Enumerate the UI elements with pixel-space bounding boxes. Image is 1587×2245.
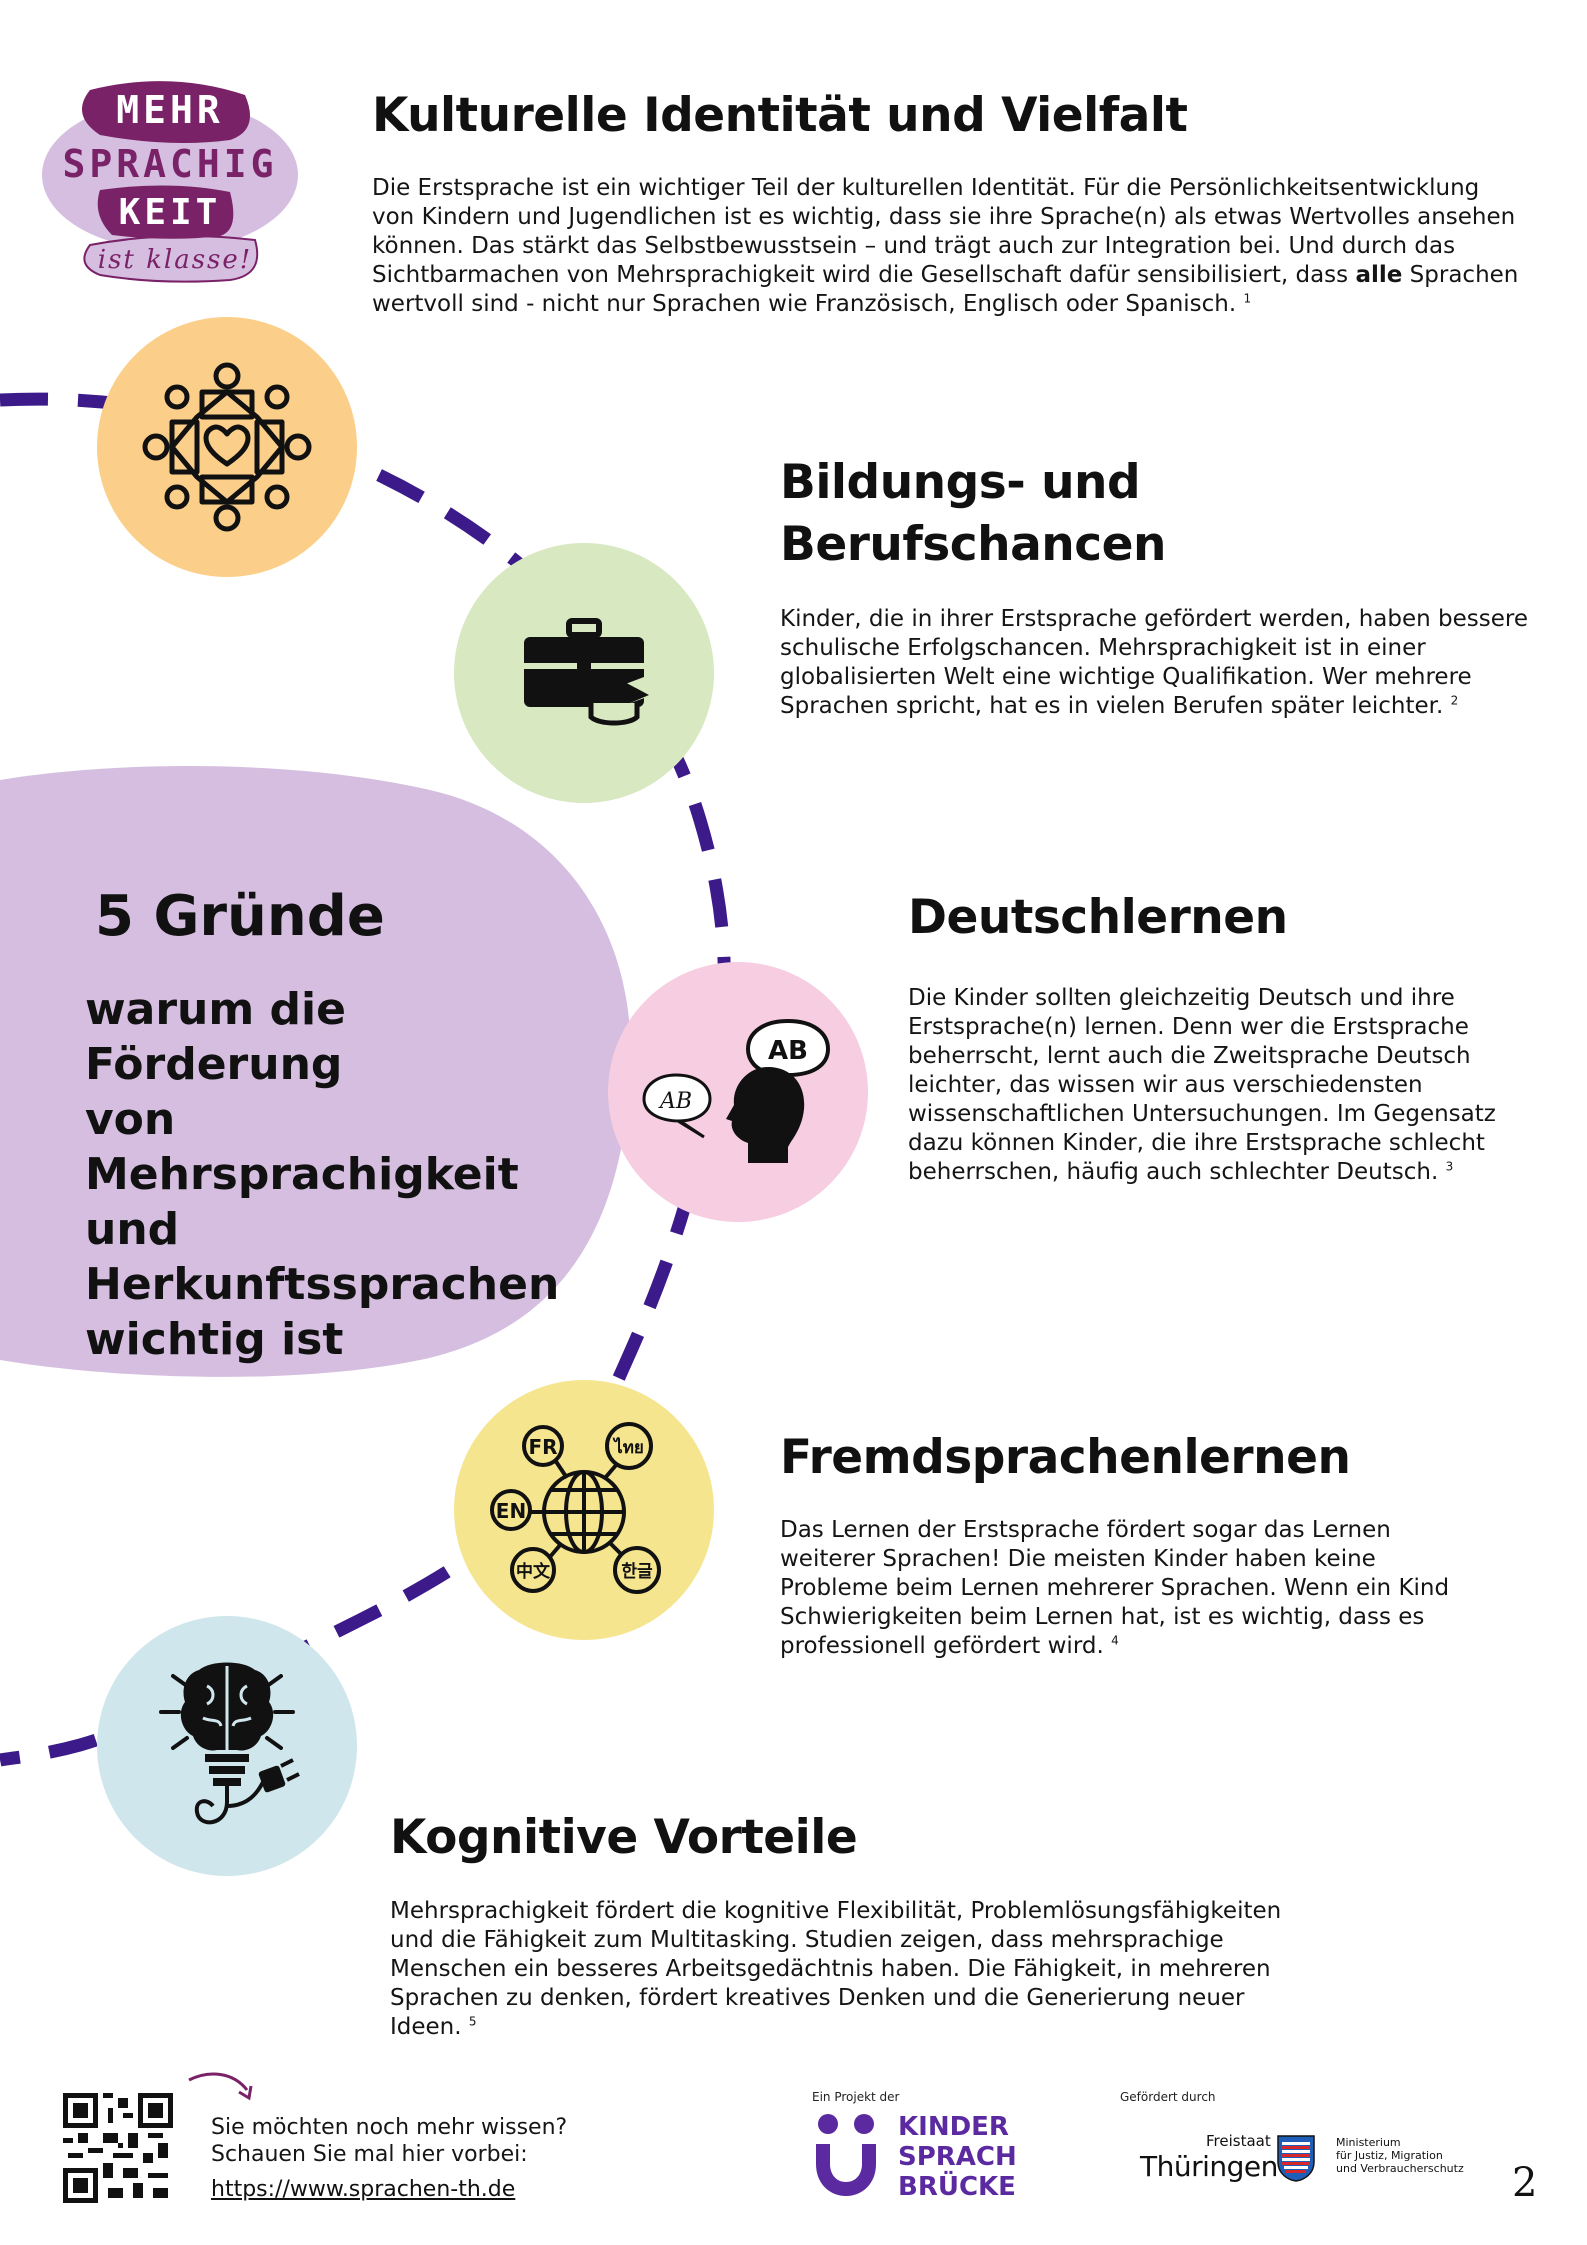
lang-ko-label: 한글	[621, 1562, 653, 1582]
section-3-title: Deutschlernen	[908, 890, 1288, 945]
logo-line-1: MEHR	[116, 88, 224, 132]
section-4-title: Fremdsprachenlernen	[780, 1430, 1351, 1485]
section-3-text: Die Kinder sollten gleichzeitig Deutsch …	[908, 984, 1528, 1187]
section-5-text-main: Mehrsprachigkeit fördert die kognitive F…	[390, 1898, 1282, 2040]
project-name: KINDER SPRACH BRÜCKE	[898, 2112, 1017, 2202]
footnote-5: 5	[468, 2014, 477, 2029]
footer-more-line-2: Schauen Sie mal hier vorbei:	[211, 2142, 528, 2167]
ministry-line-3: und Verbraucherschutz	[1336, 2162, 1464, 2175]
blob-subtitle-line-3: und	[85, 1204, 180, 1255]
logo-line-4: ist klasse!	[97, 245, 253, 275]
page-number: 2	[1512, 2160, 1538, 2206]
section-5-title: Kognitive Vorteile	[390, 1810, 858, 1865]
curved-arrow-icon	[188, 2072, 253, 2101]
section-1-text-before: Die Erstsprache ist ein wichtiger Teil d…	[372, 175, 1516, 288]
logo-line-2: SPRACHIG	[62, 142, 278, 186]
project-name-3: BRÜCKE	[898, 2172, 1016, 2202]
section-4-circle: FR ไทย EN 中文 한글	[454, 1380, 714, 1640]
section-1-text-bold: alle	[1355, 262, 1403, 288]
section-1-text-after: Sprachen wertvoll sind - nicht nur Sprac…	[372, 262, 1519, 317]
brain-bulb-icon	[159, 1662, 300, 1825]
kindersprachbruecke-smile-icon	[816, 2114, 876, 2196]
footer-more-line-1: Sie möchten noch mehr wissen?	[211, 2115, 568, 2140]
section-3-circle: AB AB	[608, 962, 868, 1222]
mehrsprachigkeit-logo: MEHR SPRACHIG KEIT ist klasse!	[30, 70, 310, 290]
section-2-title: Bildungs- und Berufschancen	[780, 455, 1166, 572]
section-5-text: Mehrsprachigkeit fördert die kognitive F…	[390, 1897, 1290, 2042]
ministry-line-2: für Justiz, Migration	[1336, 2149, 1443, 2162]
ministry-line-1: Ministerium	[1336, 2136, 1401, 2149]
section-4-text-main: Das Lernen der Erstsprache fördert sogar…	[780, 1517, 1450, 1659]
footnote-4: 4	[1111, 1633, 1119, 1648]
speaking-head-icon: AB AB	[642, 1018, 831, 1163]
ministry-label: Ministerium für Justiz, Migration und Ve…	[1336, 2136, 1464, 2175]
section-5-circle	[97, 1616, 357, 1876]
qr-code[interactable]	[63, 2093, 173, 2203]
blob-title: 5 Gründe	[95, 884, 385, 949]
blob-subtitle: warum die Förderung von Mehrsprachigkeit…	[85, 982, 605, 1367]
footnote-2: 2	[1450, 693, 1459, 708]
dashed-path	[0, 392, 731, 1767]
section-3-text-main: Die Kinder sollten gleichzeitig Deutsch …	[908, 985, 1496, 1185]
funded-label: Gefördert durch	[1120, 2090, 1216, 2104]
project-name-2: SPRACH	[898, 2142, 1017, 2172]
blob-subtitle-line-5: wichtig ist	[85, 1314, 344, 1365]
section-1-circle	[97, 317, 357, 577]
bubble-right-text: AB	[768, 1036, 808, 1066]
thuringia-coat-of-arms-icon	[1277, 2135, 1315, 2182]
section-2-text-main: Kinder, die in ihrer Erstsprache geförde…	[780, 606, 1528, 719]
title-blob	[0, 766, 631, 1377]
community-heart-icon	[142, 362, 312, 532]
briefcase-graduation-icon	[524, 618, 649, 726]
bubble-left-text: AB	[658, 1089, 692, 1114]
blob-subtitle-line-1: warum die Förderung	[85, 984, 346, 1090]
lang-thai-label: ไทย	[612, 1437, 644, 1458]
project-name-1: KINDER	[898, 2112, 1009, 2142]
section-2-circle	[454, 543, 714, 803]
footnote-3: 3	[1445, 1159, 1454, 1174]
blob-subtitle-line-4: Herkunftssprachen	[85, 1259, 560, 1310]
logo-line-3: KEIT	[118, 192, 222, 233]
project-label: Ein Projekt der	[812, 2090, 900, 2104]
lang-fr-label: FR	[528, 1435, 557, 1459]
section-4-text: Das Lernen der Erstsprache fördert sogar…	[780, 1516, 1480, 1661]
section-2-text: Kinder, die in ihrer Erstsprache geförde…	[780, 605, 1540, 721]
blob-subtitle-line-2: von Mehrsprachigkeit	[85, 1094, 519, 1200]
globe-languages-icon: FR ไทย EN 中文 한글	[490, 1422, 661, 1594]
state-label: Thüringen	[1140, 2150, 1278, 2183]
section-1-title: Kulturelle Identität und Vielfalt	[372, 88, 1188, 143]
state-small-label: Freistaat	[1206, 2132, 1271, 2150]
lang-zh-label: 中文	[516, 1561, 551, 1582]
footer-link[interactable]: https://www.sprachen-th.de	[211, 2177, 516, 2202]
section-1-text: Die Erstsprache ist ein wichtiger Teil d…	[372, 174, 1522, 319]
footnote-1: 1	[1243, 291, 1252, 306]
lang-en-label: EN	[496, 1499, 526, 1523]
